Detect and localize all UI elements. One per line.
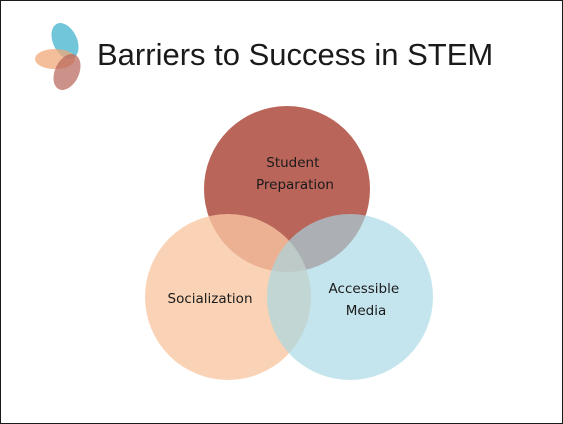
label-student-preparation-line-1: Student — [266, 155, 319, 171]
label-student-preparation-line-2: Preparation — [256, 177, 334, 193]
logo-petal-red — [53, 54, 81, 90]
label-accessible-media-line-2: Media — [346, 303, 387, 319]
circle-socialization — [145, 214, 311, 380]
slide-title: Barriers to Success in STEM — [97, 37, 494, 72]
label-student-preparation: Student Preparation — [256, 155, 334, 193]
overlapping-petals-logo-icon — [35, 23, 81, 90]
label-socialization: Socialization — [168, 291, 253, 307]
label-socialization-line-1: Socialization — [168, 291, 253, 307]
label-accessible-media-line-1: Accessible — [329, 281, 400, 297]
circle-accessible-media — [267, 214, 433, 380]
label-accessible-media: Accessible Media — [329, 281, 404, 319]
